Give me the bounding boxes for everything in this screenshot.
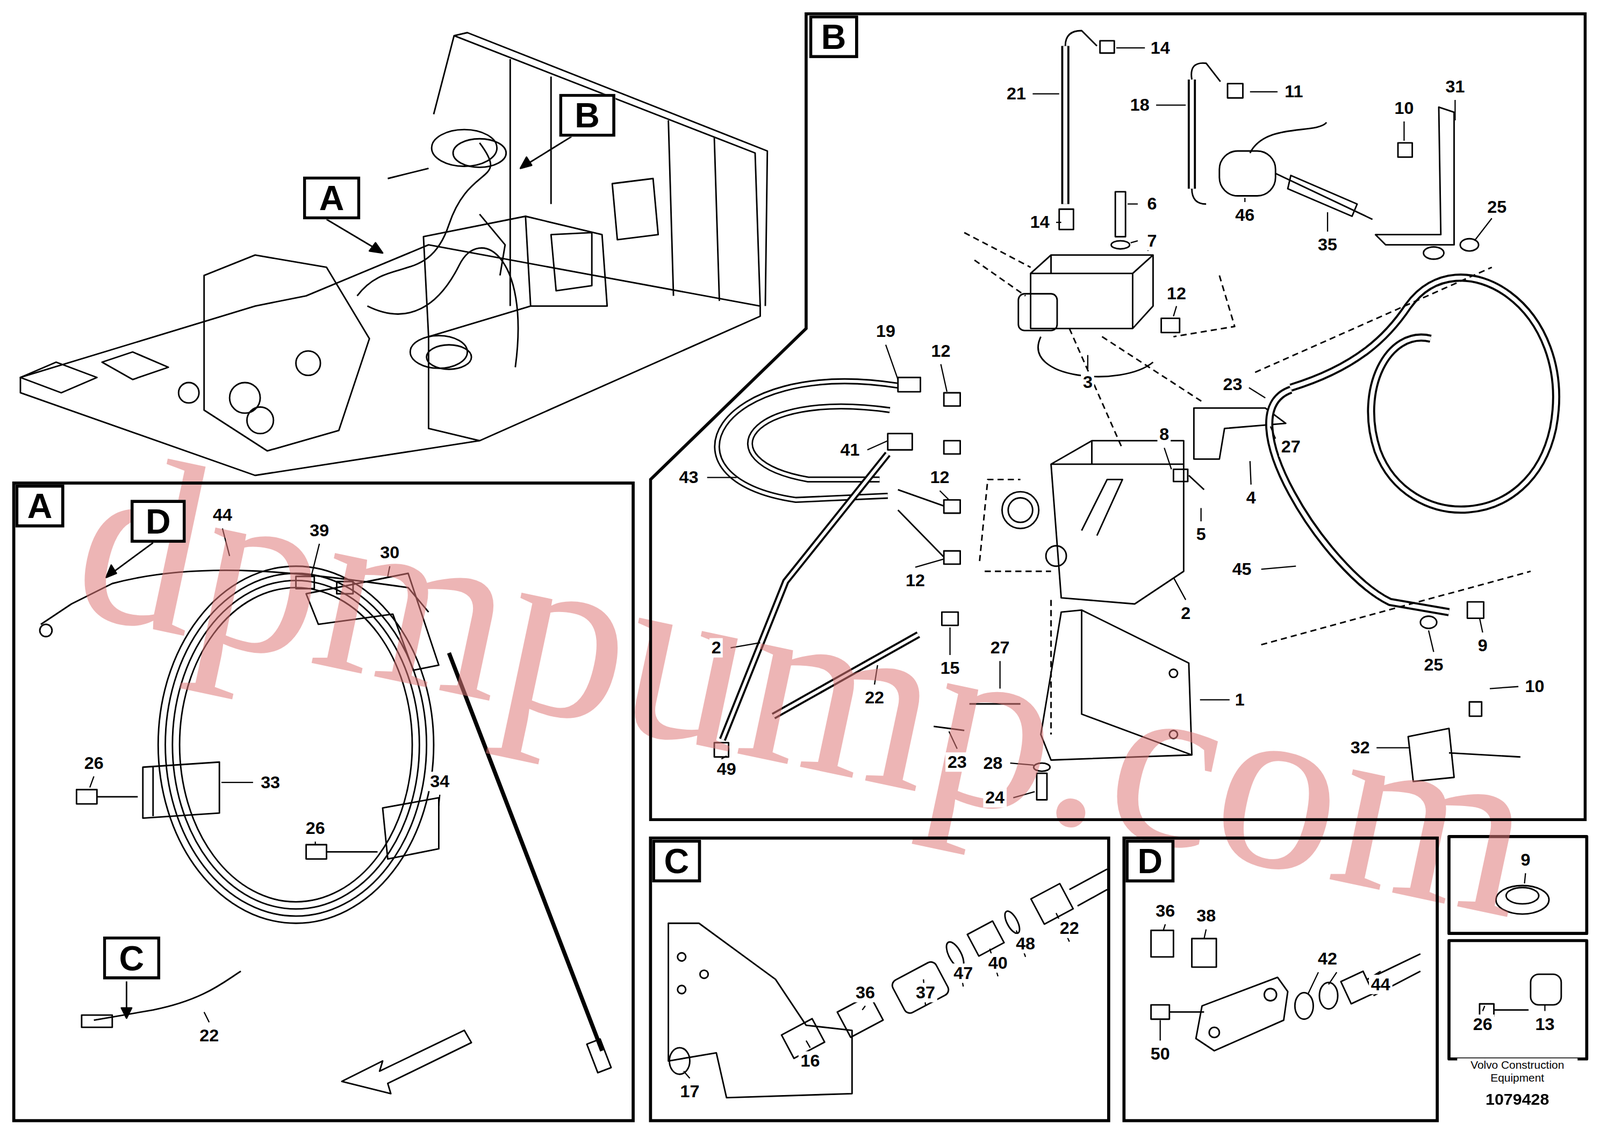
view-callout: D xyxy=(130,499,186,543)
callout-number: 48 xyxy=(1013,934,1038,954)
callout-number: 36 xyxy=(1153,901,1178,921)
callout-number: 5 xyxy=(1194,525,1209,545)
callout-number: 14 xyxy=(1028,212,1052,233)
callout-number: 41 xyxy=(838,440,863,460)
callout-number: 50 xyxy=(1148,1044,1173,1064)
callout-number: 22 xyxy=(1057,919,1082,939)
callout-number: 35 xyxy=(1315,235,1340,255)
callout-number: 12 xyxy=(903,570,928,591)
view-letter: D xyxy=(1125,840,1175,884)
callout-number: 22 xyxy=(197,1025,221,1046)
callout-number: 12 xyxy=(928,468,952,488)
callout-number: 32 xyxy=(1348,738,1373,758)
callout-number: 14 xyxy=(1148,38,1173,58)
callout-number: 27 xyxy=(1279,437,1303,457)
callout-number: 17 xyxy=(678,1081,702,1102)
callout-number: 33 xyxy=(258,772,283,793)
callout-number: 21 xyxy=(1004,84,1029,104)
callout-number: 26 xyxy=(303,819,328,839)
callout-number: 24 xyxy=(983,788,1007,808)
callout-number: 45 xyxy=(1230,559,1254,579)
callout-number: 9 xyxy=(1518,850,1533,870)
panel-outline xyxy=(649,12,1588,822)
callout-number: 10 xyxy=(1392,98,1417,118)
callout-number: 37 xyxy=(913,983,938,1003)
detail-panel: B xyxy=(649,12,1588,822)
view-callout: C xyxy=(103,936,161,980)
callout-number: 7 xyxy=(1145,231,1160,251)
view-letter: B xyxy=(809,15,859,59)
callout-number: 2 xyxy=(709,638,724,658)
view-letter: A xyxy=(15,484,64,528)
callout-number: 11 xyxy=(1282,82,1306,102)
callout-number: 42 xyxy=(1315,949,1340,970)
view-letter: D xyxy=(133,503,183,540)
callout-number: 16 xyxy=(798,1051,823,1072)
callout-number: 18 xyxy=(1128,95,1152,116)
callout-number: 39 xyxy=(307,520,332,541)
machine-overview xyxy=(20,32,768,476)
callout-number: 10 xyxy=(1523,677,1547,697)
callout-number: 31 xyxy=(1443,76,1468,97)
callout-number: 47 xyxy=(951,963,976,984)
figure-number: 1079428 xyxy=(1485,1091,1549,1110)
watermark: dpmpump.com xyxy=(58,410,1554,958)
view-letter: C xyxy=(105,940,157,977)
callout-number: 36 xyxy=(853,983,878,1003)
detail-panel: C xyxy=(649,836,1111,1123)
view-letter: A xyxy=(306,179,358,217)
callout-number: 23 xyxy=(945,752,970,772)
callout-number: 12 xyxy=(1164,284,1189,304)
callout-number: 23 xyxy=(1221,375,1245,395)
detail-panel: A D C xyxy=(12,481,635,1123)
callout-number: 13 xyxy=(1533,1014,1558,1035)
callout-number: 19 xyxy=(873,321,898,342)
callout-number: 28 xyxy=(981,753,1006,773)
callout-number: 22 xyxy=(862,688,887,708)
callout-number: 12 xyxy=(929,341,953,361)
bracket-parts xyxy=(1151,930,1421,1052)
callout-number: 9 xyxy=(1475,636,1490,656)
callout-number: 25 xyxy=(1484,197,1509,217)
callout-number: 43 xyxy=(677,468,701,488)
callout-number: 1 xyxy=(1232,690,1247,710)
view-letter: C xyxy=(651,840,701,884)
callout-number: 44 xyxy=(210,505,235,526)
callout-number: 2 xyxy=(1178,603,1193,623)
callout-number: 26 xyxy=(1471,1014,1495,1035)
callout-number: 34 xyxy=(428,771,452,792)
callout-number: 40 xyxy=(986,953,1010,973)
callout-number: 26 xyxy=(82,753,106,773)
coupling-parts xyxy=(668,869,1108,1099)
callout-number: 44 xyxy=(1368,974,1393,995)
callout-number: 15 xyxy=(938,658,963,679)
view-letter: B xyxy=(562,96,613,134)
callout-number: 27 xyxy=(988,638,1013,658)
publisher-note: Volvo Construction Equipment xyxy=(1457,1058,1578,1085)
callout-number: 30 xyxy=(378,543,403,563)
callout-number: 38 xyxy=(1194,906,1218,927)
callout-number: 6 xyxy=(1145,194,1160,214)
callout-number: 25 xyxy=(1422,655,1446,676)
callout-number: 46 xyxy=(1233,205,1258,226)
callout-number: 49 xyxy=(714,759,739,780)
callout-number: 3 xyxy=(1080,372,1095,393)
view-callout: B xyxy=(558,94,615,138)
view-callout: A xyxy=(303,176,361,220)
callout-number: 8 xyxy=(1157,425,1172,445)
callout-number: 4 xyxy=(1244,488,1259,508)
